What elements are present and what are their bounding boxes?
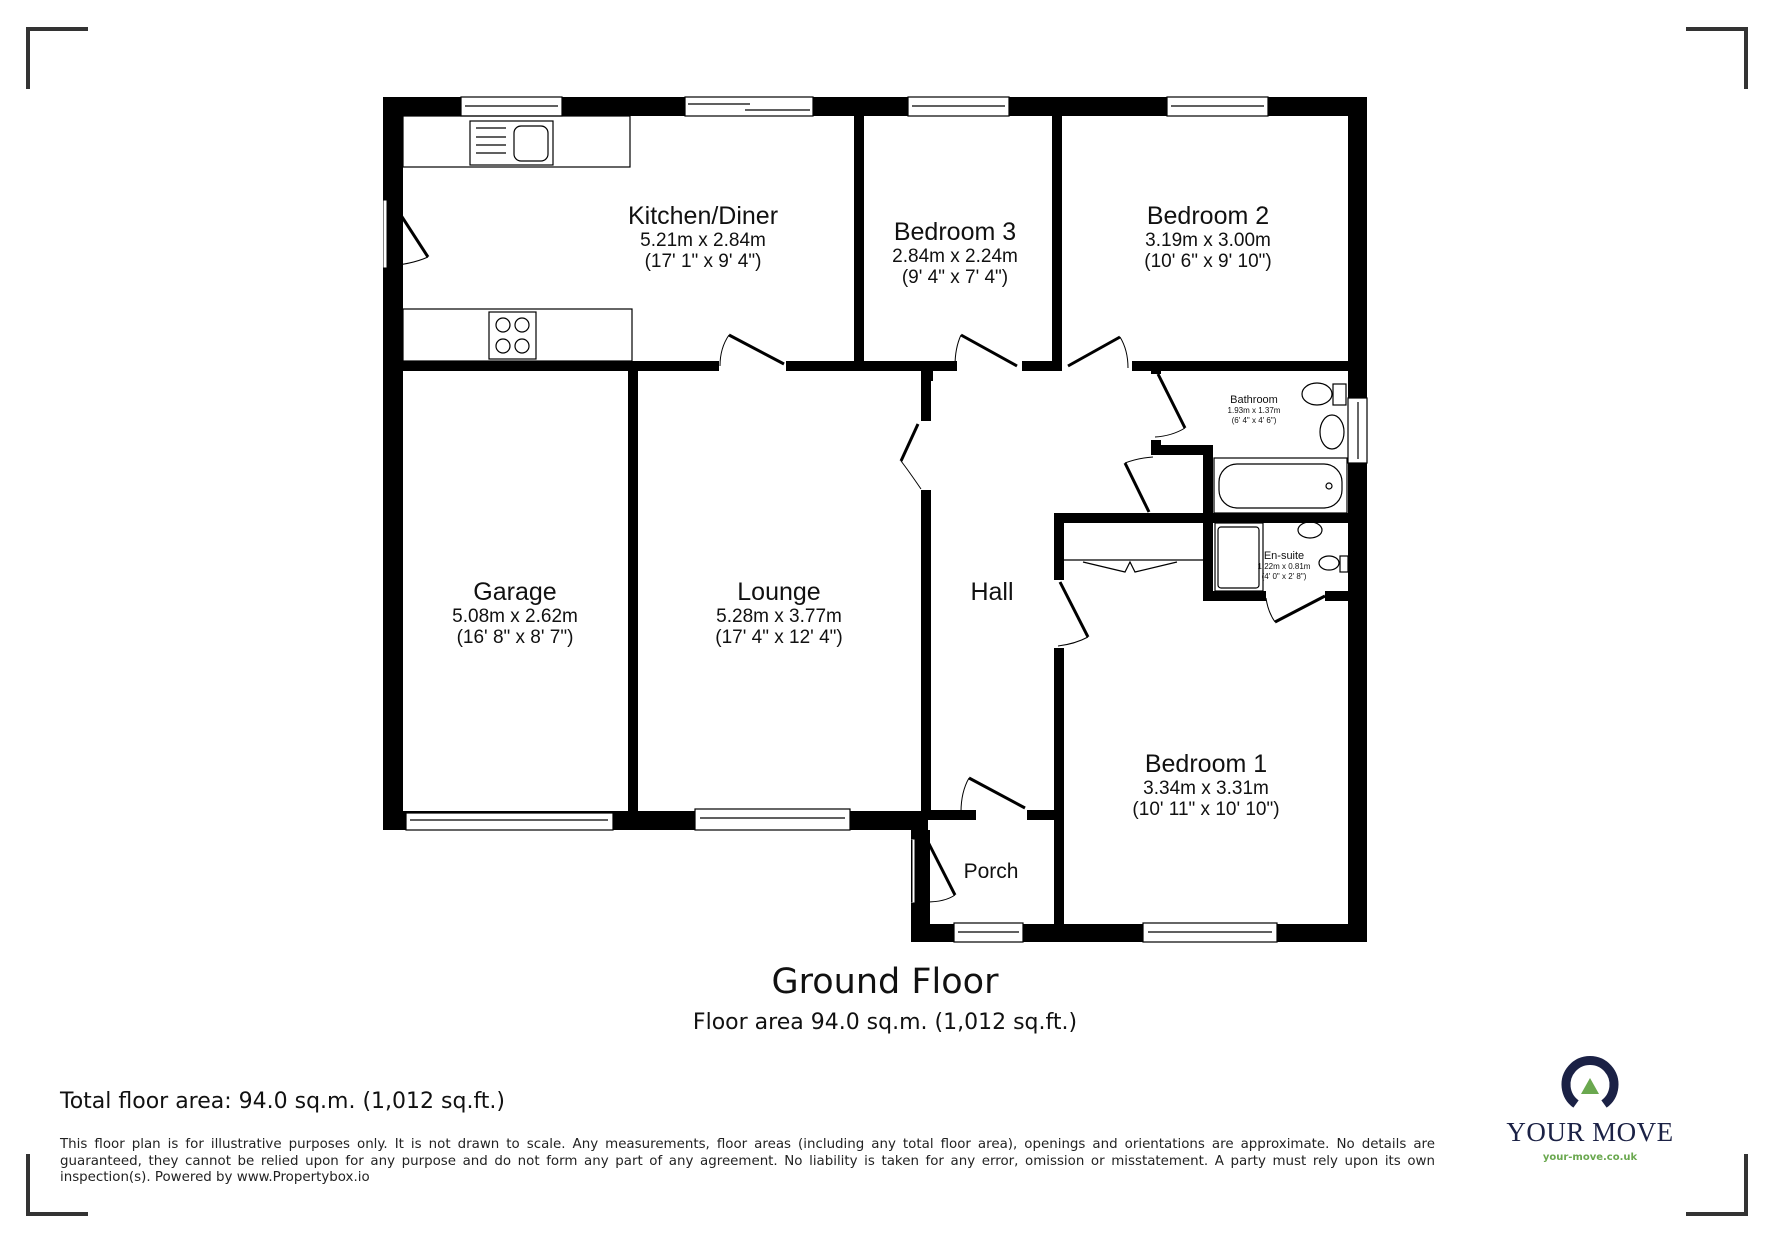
room-dimensions-imperial: (10' 6" x 9' 10"): [1144, 251, 1272, 273]
room-garage: Garage 5.08m x 2.62m (16' 8" x 8' 7"): [452, 578, 578, 649]
doors: [383, 200, 1326, 903]
logo-ring-icon: [1561, 1056, 1619, 1108]
room-bedroom-3: Bedroom 3 2.84m x 2.24m (9' 4" x 7' 4"): [892, 218, 1018, 289]
room-name: Bedroom 2: [1146, 202, 1270, 230]
room-bedroom-2: Bedroom 2 3.19m x 3.00m (10' 6" x 9' 10"…: [1144, 202, 1271, 273]
room-dimensions-metric: 1.93m x 1.37m: [1227, 406, 1281, 416]
room-dimensions-metric: 5.28m x 3.77m: [716, 606, 842, 627]
windows: [405, 96, 1368, 943]
crop-mark-top-right: [1686, 27, 1748, 89]
room-bedroom-1: Bedroom 1 3.34m x 3.31m (10' 11" x 10' 1…: [1132, 750, 1279, 821]
room-dimensions-metric: 2.84m x 2.24m: [892, 246, 1018, 267]
crop-mark-bottom-left: [26, 1154, 88, 1216]
room-dimensions-metric: 3.19m x 3.00m: [1145, 230, 1271, 251]
room-dimensions-imperial: (4' 0" x 2' 8"): [1261, 572, 1307, 582]
logo-brand: YOUR MOVE: [1506, 1117, 1674, 1147]
crop-mark-bottom-right: [1686, 1154, 1748, 1216]
room-name: Bedroom 1: [1144, 750, 1268, 778]
room-dimensions-metric: 3.34m x 3.31m: [1143, 778, 1269, 799]
logo-url: your-move.co.uk: [1542, 1152, 1638, 1163]
room-dimensions-metric: 5.21m x 2.84m: [640, 230, 766, 251]
room-name: Kitchen/Diner: [627, 202, 779, 230]
disclaimer-text: This floor plan is for illustrative purp…: [60, 1137, 1435, 1185]
room-dimensions-imperial: (16' 8" x 8' 7"): [456, 627, 574, 649]
room-hall: Hall: [970, 578, 1013, 606]
room-name: Garage: [473, 578, 557, 606]
fixtures: [402, 115, 1349, 592]
room-name: Bathroom: [1230, 394, 1278, 406]
your-move-logo: YOUR MOVE your-move.co.uk: [1505, 1052, 1675, 1163]
room-kitchen-diner: Kitchen/Diner 5.21m x 2.84m (17' 1" x 9'…: [628, 202, 778, 273]
floor-title: Ground Floor: [771, 962, 999, 1002]
room-bathroom: Bathroom 1.93m x 1.37m (6' 4" x 4' 6"): [1228, 394, 1281, 426]
room-name: Porch: [963, 860, 1019, 883]
room-dimensions-metric: 1.22m x 0.81m: [1257, 562, 1311, 572]
room-dimensions-imperial: (17' 1" x 9' 4"): [644, 251, 762, 273]
room-dimensions-imperial: (6' 4" x 4' 6"): [1231, 416, 1277, 426]
room-en-suite: En-suite 1.22m x 0.81m (4' 0" x 2' 8"): [1258, 550, 1311, 582]
room-dimensions-imperial: (17' 4" x 12' 4"): [715, 627, 843, 649]
room-porch: Porch: [964, 860, 1019, 884]
floor-area: Floor area 94.0 sq.m. (1,012 sq.ft.): [692, 1010, 1078, 1035]
total-floor-area: Total floor area: 94.0 sq.m. (1,012 sq.f…: [60, 1089, 506, 1114]
room-lounge: Lounge 5.28m x 3.77m (17' 4" x 12' 4"): [715, 578, 842, 649]
room-dimensions-metric: 5.08m x 2.62m: [452, 606, 578, 627]
room-dimensions-imperial: (10' 11" x 10' 10"): [1132, 799, 1280, 821]
room-name: Hall: [970, 578, 1014, 606]
room-name: Lounge: [737, 578, 821, 606]
room-name: Bedroom 3: [893, 218, 1017, 246]
room-name: En-suite: [1263, 550, 1305, 562]
crop-mark-top-left: [26, 27, 88, 89]
room-dimensions-imperial: (9' 4" x 7' 4"): [901, 267, 1009, 289]
